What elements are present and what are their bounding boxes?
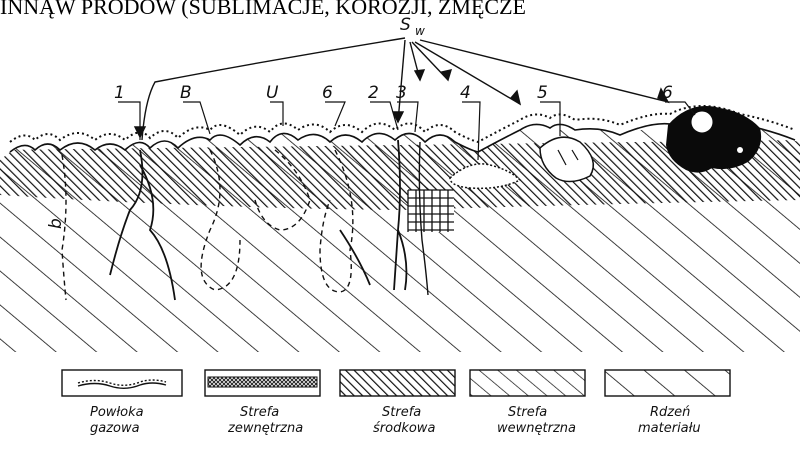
defect-label-4: 4	[460, 83, 471, 103]
svg-text:Rdzeń: Rdzeń	[650, 405, 690, 420]
svg-text:zewnętrzna: zewnętrzna	[227, 421, 303, 436]
label-sw-main: S	[400, 15, 411, 35]
defect-label-6b: 6	[662, 83, 673, 103]
svg-text:Strefa: Strefa	[240, 405, 279, 420]
defect-label-5: 5	[537, 83, 548, 103]
grid-patch-3	[408, 190, 454, 232]
page-heading-fragment: INNĄW PRODÓW (SUBLIMACJE, KOROZJI, ZMĘCZ…	[0, 0, 526, 19]
svg-text:Strefa: Strefa	[382, 405, 421, 420]
svg-text:materiału: materiału	[638, 421, 701, 436]
defect-label-6a: 6	[322, 83, 333, 103]
svg-text:środkowa: środkowa	[373, 421, 435, 436]
label-sw-sub: w	[415, 24, 425, 38]
defect-label-1: 1	[114, 83, 125, 103]
svg-text:wewnętrzna: wewnętrzna	[497, 421, 576, 436]
defect-label-b: b	[46, 218, 66, 229]
defect-label-B: B	[180, 83, 192, 103]
defect-label-U: U	[266, 83, 279, 103]
svg-text:Strefa: Strefa	[508, 405, 547, 420]
svg-text:Powłoka: Powłoka	[90, 405, 144, 420]
defect-label-2: 2	[368, 83, 379, 103]
svg-text:gazowa: gazowa	[90, 421, 140, 436]
defect-label-3: 3	[396, 83, 407, 103]
